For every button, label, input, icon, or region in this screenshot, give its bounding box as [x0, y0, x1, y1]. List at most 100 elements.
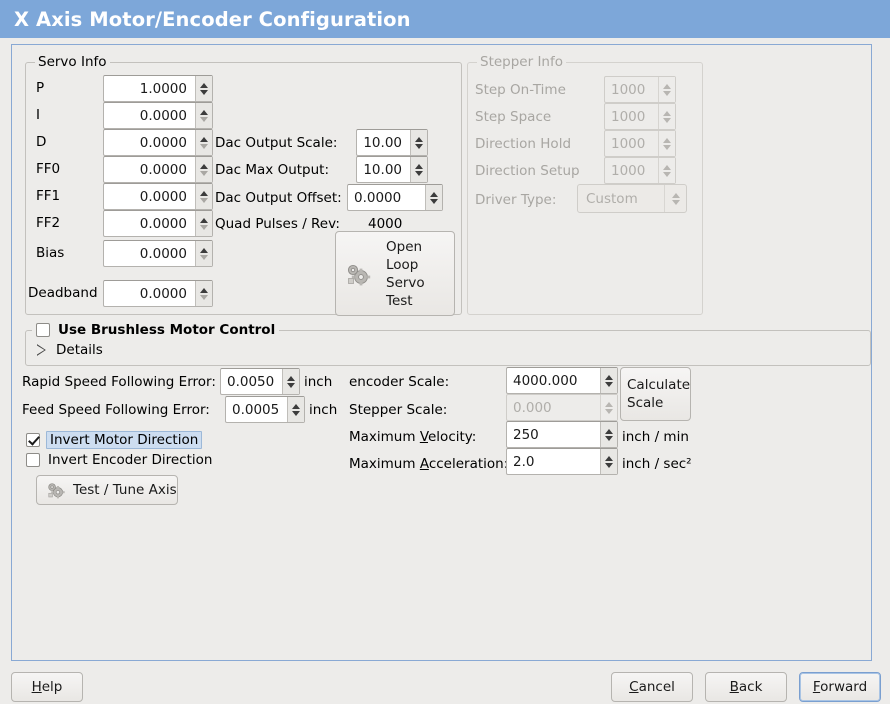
dac-output-offset-buttons[interactable]	[425, 185, 442, 210]
chevron-down-icon[interactable]	[200, 294, 208, 300]
chevron-down-icon[interactable]	[430, 198, 438, 204]
servo-spin-d-buttons[interactable]	[195, 130, 212, 155]
chevron-down-icon[interactable]	[200, 170, 208, 176]
servo-spin-ff2-buttons[interactable]	[195, 211, 212, 236]
chevron-up-icon[interactable]	[415, 136, 423, 142]
chevron-up-icon[interactable]	[200, 82, 208, 88]
servo-spin-p-value[interactable]: 1.0000	[139, 80, 187, 97]
chevron-up-icon[interactable]	[200, 287, 208, 293]
open-loop-servo-test-button[interactable]: Open Loop Servo Test	[335, 231, 455, 316]
chevron-up-icon[interactable]	[200, 190, 208, 196]
chevron-up-icon[interactable]	[430, 191, 438, 197]
cancel-button[interactable]: Cancel	[611, 672, 693, 702]
servo-spin-ff2-value[interactable]: 0.0000	[139, 215, 187, 232]
open-loop-servo-test-label: Open Loop Servo Test	[386, 238, 425, 310]
chevron-down-icon[interactable]	[605, 435, 613, 441]
servo-spin-i-buttons[interactable]	[195, 103, 212, 128]
maximum-velocity-buttons[interactable]	[600, 422, 617, 447]
chevron-up-icon[interactable]	[605, 428, 613, 434]
servo-spin-ff0[interactable]: 0.0000	[103, 156, 213, 183]
servo-spin-i[interactable]: 0.0000	[103, 102, 213, 129]
chevron-up-icon[interactable]	[605, 374, 613, 380]
servo-spin-bias-buttons[interactable]	[195, 241, 212, 266]
use-brushless-motor-control-row[interactable]: Use Brushless Motor Control	[32, 322, 280, 338]
maximum-acceleration-value[interactable]: 2.0	[513, 453, 535, 470]
dac-output-offset-spin[interactable]: 0.0000	[347, 184, 443, 211]
chevron-up-icon[interactable]	[200, 217, 208, 223]
chevron-up-icon[interactable]	[287, 375, 295, 381]
maximum-velocity-spin[interactable]: 250	[506, 421, 618, 448]
dac-output-scale-value[interactable]: 10.00	[363, 134, 402, 151]
encoder-scale-value[interactable]: 4000.000	[513, 372, 578, 389]
servo-spin-p-buttons[interactable]	[195, 76, 212, 101]
encoder-scale-spin[interactable]: 4000.000	[506, 367, 618, 394]
chevron-up-icon[interactable]	[200, 247, 208, 253]
maximum-acceleration-buttons[interactable]	[600, 449, 617, 474]
chevron-down-icon[interactable]	[200, 143, 208, 149]
details-expander[interactable]: Details	[37, 342, 103, 358]
servo-spin-ff2[interactable]: 0.0000	[103, 210, 213, 237]
dac-max-output-value[interactable]: 10.00	[363, 161, 402, 178]
servo-spin-p[interactable]: 1.0000	[103, 75, 213, 102]
forward-label-rest: orward	[820, 679, 868, 695]
servo-spin-ff1-value[interactable]: 0.0000	[139, 188, 187, 205]
chevron-down-icon[interactable]	[200, 116, 208, 122]
maximum-velocity-value[interactable]: 250	[513, 426, 539, 443]
servo-spin-ff1[interactable]: 0.0000	[103, 183, 213, 210]
servo-label-p: P	[36, 80, 45, 96]
maximum-acceleration-spin[interactable]: 2.0	[506, 448, 618, 475]
dac-output-scale-spin[interactable]: 10.00	[356, 129, 428, 156]
back-button[interactable]: Back	[705, 672, 787, 702]
feed-speed-following-error-value[interactable]: 0.0005	[232, 401, 280, 418]
step-on-time-value: 1000	[611, 81, 646, 98]
servo-spin-deadband[interactable]: 0.0000	[103, 280, 213, 307]
rapid-speed-following-error-spin[interactable]: 0.0050	[220, 368, 300, 395]
servo-spin-bias[interactable]: 0.0000	[103, 240, 213, 267]
chevron-up-icon[interactable]	[292, 403, 300, 409]
chevron-up-icon[interactable]	[200, 109, 208, 115]
chevron-down-icon[interactable]	[200, 197, 208, 203]
encoder-scale-buttons[interactable]	[600, 368, 617, 393]
feed-speed-spin-buttons[interactable]	[287, 397, 304, 422]
chevron-up-icon[interactable]	[200, 136, 208, 142]
servo-spin-i-value[interactable]: 0.0000	[139, 107, 187, 124]
chevron-down-icon[interactable]	[200, 254, 208, 260]
forward-button[interactable]: Forward	[799, 672, 881, 702]
dac-output-offset-value[interactable]: 0.0000	[354, 189, 402, 206]
invert-motor-direction-checkbox[interactable]	[26, 433, 40, 447]
chevron-down-icon[interactable]	[200, 89, 208, 95]
servo-spin-deadband-buttons[interactable]	[195, 281, 212, 306]
chevron-up-icon[interactable]	[200, 163, 208, 169]
chevron-down-icon[interactable]	[292, 410, 300, 416]
servo-spin-ff0-buttons[interactable]	[195, 157, 212, 182]
chevron-down-icon[interactable]	[415, 170, 423, 176]
help-button[interactable]: Help	[11, 672, 83, 702]
chevron-down-icon[interactable]	[287, 382, 295, 388]
chevron-down-icon[interactable]	[605, 462, 613, 468]
chevron-up-icon[interactable]	[605, 455, 613, 461]
chevron-up-icon[interactable]	[415, 163, 423, 169]
invert-motor-direction-row[interactable]: Invert Motor Direction	[26, 431, 203, 449]
rapid-speed-spin-buttons[interactable]	[282, 369, 299, 394]
dac-max-output-spin[interactable]: 10.00	[356, 156, 428, 183]
servo-spin-bias-value[interactable]: 0.0000	[139, 245, 187, 262]
invert-encoder-direction-row[interactable]: Invert Encoder Direction	[26, 452, 212, 468]
rapid-speed-following-error-value[interactable]: 0.0050	[227, 373, 275, 390]
chevron-down-icon[interactable]	[415, 143, 423, 149]
dac-output-scale-buttons[interactable]	[410, 130, 427, 155]
chevron-down-icon[interactable]	[605, 381, 613, 387]
dac-max-output-buttons[interactable]	[410, 157, 427, 182]
servo-spin-d-value[interactable]: 0.0000	[139, 134, 187, 151]
acceleration-accel-key: A	[419, 456, 429, 472]
servo-spin-ff1-buttons[interactable]	[195, 184, 212, 209]
invert-encoder-direction-checkbox[interactable]	[26, 453, 40, 467]
feed-speed-following-error-spin[interactable]: 0.0005	[225, 396, 305, 423]
triangle-right-icon[interactable]	[37, 344, 46, 356]
chevron-down-icon[interactable]	[200, 224, 208, 230]
servo-spin-deadband-value[interactable]: 0.0000	[139, 285, 187, 302]
servo-spin-d[interactable]: 0.0000	[103, 129, 213, 156]
servo-spin-ff0-value[interactable]: 0.0000	[139, 161, 187, 178]
test-tune-axis-button[interactable]: Test / Tune Axis	[36, 475, 178, 505]
calculate-scale-button[interactable]: Calculate Scale	[620, 367, 691, 421]
use-brushless-motor-control-checkbox[interactable]	[36, 323, 50, 337]
